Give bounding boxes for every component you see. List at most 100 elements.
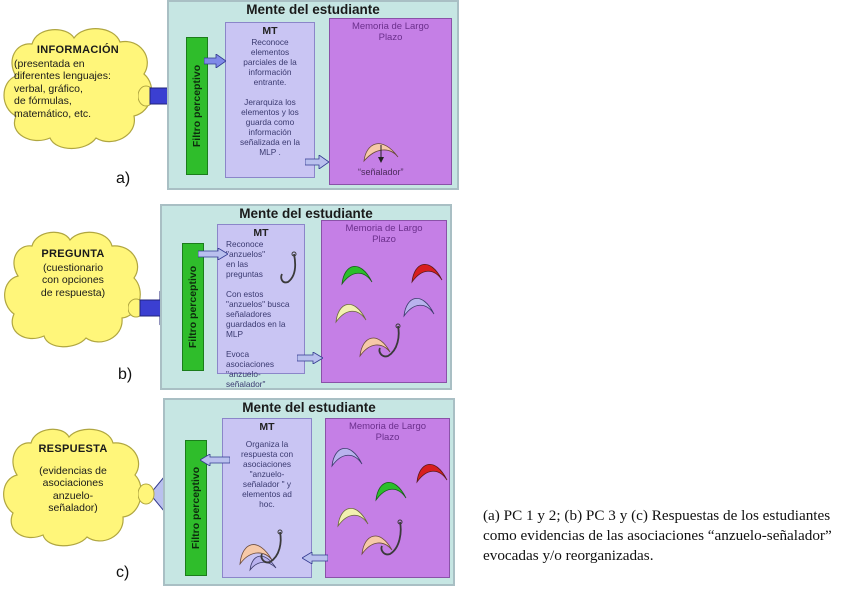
- cloud-shape: [4, 231, 141, 348]
- cloud-shape: [3, 28, 153, 150]
- mt-text-line: Reconoce: [226, 239, 264, 249]
- mt-title: MT: [262, 25, 278, 37]
- mt-text-line: MLP .: [259, 147, 281, 157]
- mt-text-line: guarda como: [245, 117, 295, 127]
- arrow-mt-filtro: [200, 454, 230, 466]
- marker-yellow-icon: [337, 507, 369, 528]
- filtro-label: Filtro perceptivo: [190, 466, 202, 550]
- cloud-text-line: (presentada en: [14, 57, 85, 70]
- cloud-text-line: anzuelo-: [52, 489, 94, 502]
- arrow-mt-mlp: [297, 352, 323, 364]
- filtro-label: Filtro perceptivo: [187, 265, 199, 349]
- mt-text-line: parciales de la: [243, 57, 297, 67]
- mt-text-line: [232, 87, 308, 97]
- marker-peach-icon: [363, 143, 399, 163]
- mt-text-line: respuesta con: [240, 449, 294, 459]
- cloud-title: INFORMACIÓN: [36, 44, 120, 56]
- mt-title: MT: [253, 227, 269, 239]
- filtro-label: Filtro perceptivo: [191, 64, 203, 148]
- mt-text-line: entrante.: [253, 77, 287, 87]
- cloud-text-line: señalador): [48, 502, 98, 514]
- mt-text-line: hoc.: [259, 499, 275, 509]
- cloud-text-line: con opciones: [42, 274, 104, 286]
- marker-green-icon: [375, 481, 407, 502]
- figure-caption: (a) PC 1 y 2; (b) PC 3 y (c) Respuestas …: [483, 507, 832, 564]
- mt-text-line: asociaciones: [243, 459, 291, 469]
- mlp-title-line: Memoria de Largo: [351, 21, 430, 32]
- mt-text-line: guardados en la: [226, 319, 286, 329]
- cloud-text-line: verbal, gráfico,: [14, 82, 83, 95]
- mlp-title-line: Memoria de Largo: [345, 223, 423, 234]
- mt-text-line: señalador": [226, 379, 266, 389]
- marker-yellow-icon: [335, 303, 367, 324]
- cloud-text-line: matemático, etc.: [14, 107, 92, 120]
- panel-title: Mente del estudiante: [242, 400, 376, 415]
- marker-lavender-icon: [403, 297, 435, 318]
- mt-title: MT: [259, 421, 275, 433]
- anzuelo-senalador-icon: [239, 529, 283, 572]
- marker-green-icon: [341, 265, 373, 286]
- cloud-text-line: (cuestionario: [42, 261, 104, 274]
- arrow-mt-mlp: [305, 155, 329, 169]
- mt-text-line: preguntas: [226, 269, 263, 279]
- mt-text-line: "anzuelos": [226, 249, 266, 259]
- panel-mente-a: Mente del estudiante Filtro perceptivo M…: [167, 0, 459, 190]
- mt-text-line: "anzuelo-: [226, 369, 261, 379]
- panel-title: Mente del estudiante: [239, 206, 373, 221]
- mt-text-line: [226, 339, 298, 349]
- label-b: b): [118, 366, 133, 383]
- cloud-text-line: asociaciones: [42, 477, 104, 489]
- mt-text-line: Reconoce: [251, 37, 289, 47]
- mt-text-line: "anzuelos" busca: [226, 299, 290, 309]
- filtro-perceptivo: Filtro perceptivo: [186, 37, 208, 175]
- cloud-text-line: (evidencias de: [39, 464, 107, 477]
- mt-text-line: información: [248, 127, 292, 137]
- mt-text-line: señalizada en la: [240, 137, 300, 147]
- mt-text-line: elementos y los: [241, 107, 299, 117]
- mt-text-line: Evoca: [226, 349, 250, 359]
- mlp-title-line: Plazo: [372, 234, 396, 245]
- mt-text-line: Jerarquiza los: [244, 97, 296, 107]
- anzuelo-senalador-icon: [359, 323, 401, 358]
- cloud-text-line: de fórmulas,: [14, 95, 72, 107]
- cloud-text-line: de respuesta): [40, 286, 106, 299]
- mt-text-line: información: [248, 67, 292, 77]
- marker-red-icon: [416, 463, 448, 484]
- mt-text-line: elementos ad: [242, 489, 292, 499]
- marker-lavender-icon: [331, 447, 363, 468]
- cloud-shape: [3, 428, 142, 547]
- mt-text-line: MLP: [226, 329, 244, 339]
- label-a: a): [116, 170, 131, 187]
- mt-text-line: en las: [226, 259, 249, 269]
- cloud-text-line: diferentes lenguajes:: [14, 70, 111, 82]
- panel-title: Mente del estudiante: [246, 2, 380, 17]
- filtro-perceptivo: Filtro perceptivo: [185, 440, 207, 576]
- mt-text-line: "anzuelo-: [249, 469, 285, 479]
- cloud-title: PREGUNTA: [41, 248, 105, 260]
- arrow-filtro-mt: [198, 248, 228, 260]
- arrow-filtro-mt: [204, 54, 226, 68]
- mt-text-line: señaladores: [226, 309, 272, 319]
- mt-text-line: Organiza la: [245, 439, 289, 449]
- label-c: c): [116, 564, 130, 581]
